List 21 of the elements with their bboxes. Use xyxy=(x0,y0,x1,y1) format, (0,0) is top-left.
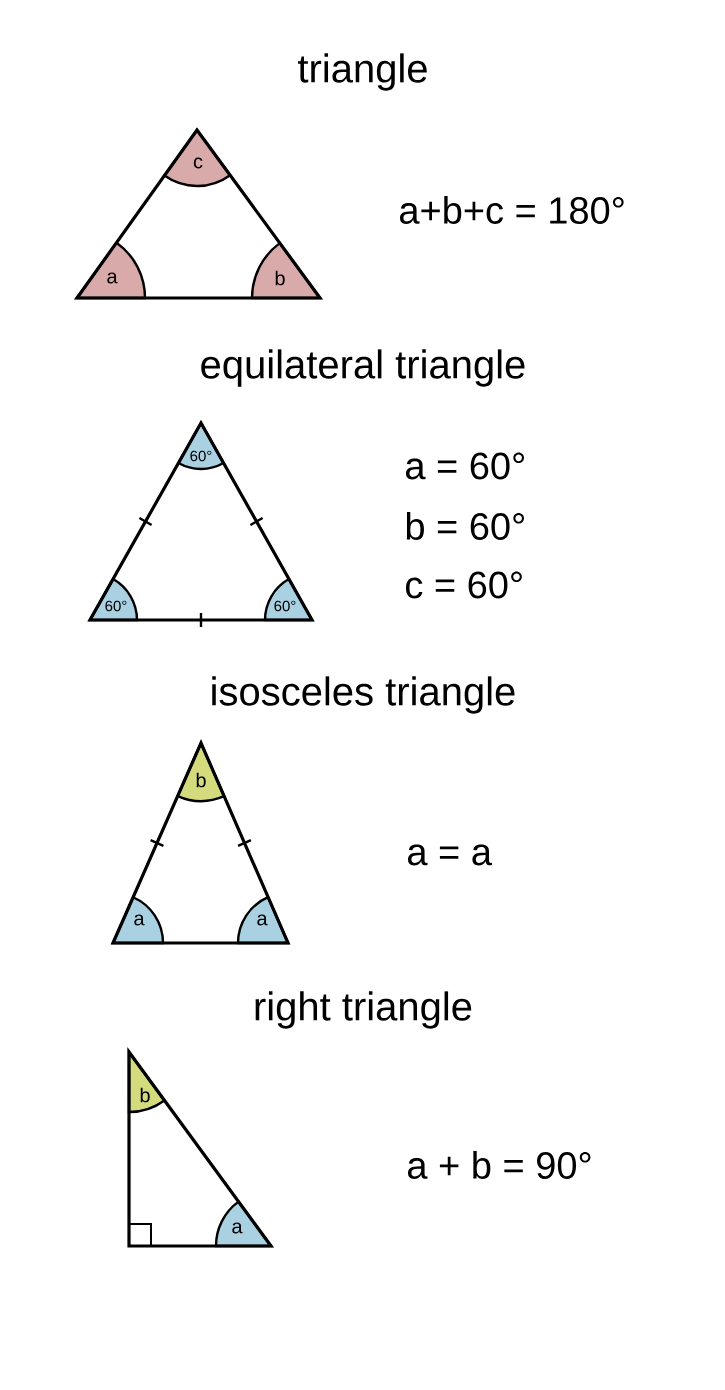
heading: equilateral triangle xyxy=(201,349,525,387)
angle-label: b xyxy=(196,772,206,788)
angle-label: a xyxy=(257,914,268,926)
formula: c = 60° xyxy=(406,571,522,599)
angle-label: a xyxy=(232,1222,243,1234)
angle-label: b xyxy=(140,1087,150,1103)
angle-label: b xyxy=(275,270,285,286)
angle-label: 60° xyxy=(274,600,296,612)
angle-label: c xyxy=(193,157,203,169)
angle-label: 60° xyxy=(190,450,212,462)
angle-label: a xyxy=(107,272,118,284)
formula: a + b = 90° xyxy=(408,1151,591,1179)
heading: triangle xyxy=(298,53,427,91)
angle-label: a xyxy=(134,914,145,926)
formula: a+b+c = 180° xyxy=(400,196,624,224)
formula: a = 60° xyxy=(406,452,524,480)
angle-label: 60° xyxy=(105,600,127,612)
heading: right triangle xyxy=(255,991,472,1029)
heading: isosceles triangle xyxy=(212,676,515,714)
formula: a = a xyxy=(408,844,492,866)
formula: b = 60° xyxy=(406,512,524,540)
